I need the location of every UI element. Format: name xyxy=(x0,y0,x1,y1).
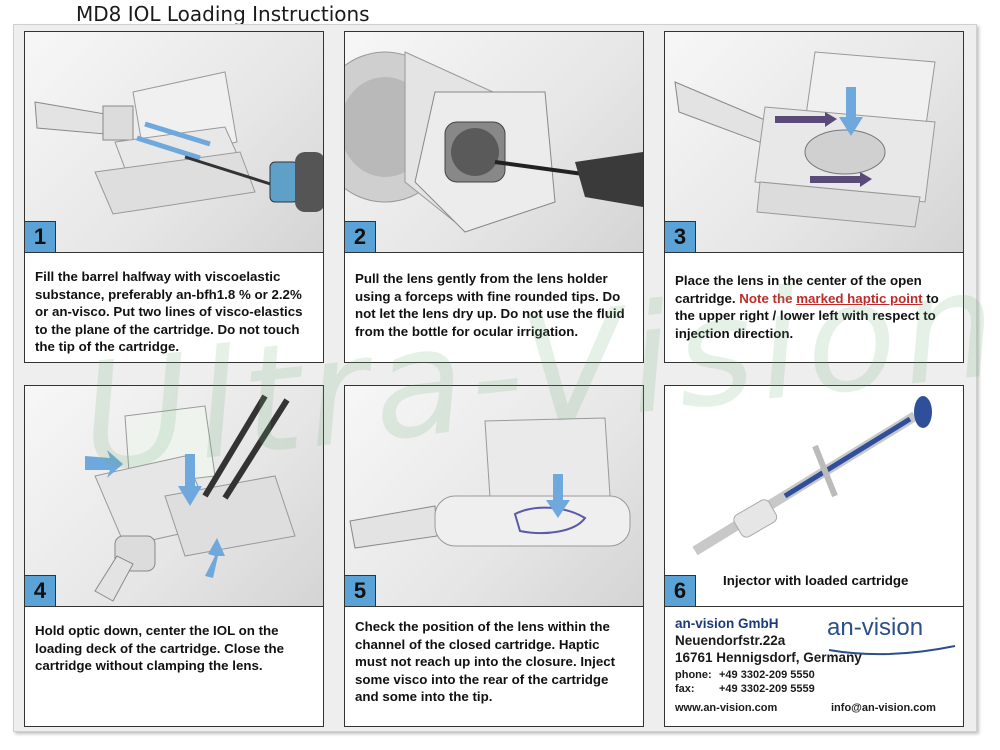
phone-number: +49 3302-209 5550 xyxy=(719,669,815,681)
step-number-badge: 3 xyxy=(665,221,696,252)
forceps-lens-holder-image xyxy=(345,51,643,233)
company-city: 16761 Hennigsdorf, Germany xyxy=(675,650,862,665)
step-panel-1: 1 Fill the barrel halfway with viscoelas… xyxy=(24,31,324,363)
step-5-illustration: 5 xyxy=(345,386,643,607)
step-number-badge: 6 xyxy=(665,575,696,606)
step-4-text: Hold optic down, center the IOL on the l… xyxy=(35,623,284,674)
email-link[interactable]: info@an-vision.com xyxy=(831,702,936,714)
step-panel-6: 6 Injector with loaded cartridge an-visi… xyxy=(664,385,964,727)
fax-label: fax: xyxy=(675,683,695,695)
page-title: MD8 IOL Loading Instructions xyxy=(76,2,370,26)
step-3-text-rest: to the upper right / lower left with res… xyxy=(675,290,939,341)
step-2-illustration: 2 xyxy=(345,32,643,253)
step-3-note: Note the xyxy=(739,290,797,306)
step-3-text-main: Place the lens in the center of the open… xyxy=(675,273,922,306)
step-panel-4: 4 Hold optic down, center the IOL on the… xyxy=(24,385,324,727)
step-1-illustration: 1 xyxy=(25,32,323,253)
step-1-text: Fill the barrel halfway with viscoelasti… xyxy=(35,269,303,355)
injector-caption: Injector with loaded cartridge xyxy=(723,573,909,588)
fax-number: +49 3302-209 5559 xyxy=(719,683,815,695)
step-number-badge: 4 xyxy=(25,575,56,606)
step-number-badge: 1 xyxy=(25,221,56,252)
open-cartridge-image xyxy=(674,51,936,228)
step-panel-2: 2 Pull the lens gently from the lens hol… xyxy=(344,31,644,363)
cartridge-viscoelastic-image xyxy=(34,71,323,215)
step-3-illustration: 3 xyxy=(665,32,963,253)
instruction-sheet: 1 Fill the barrel halfway with viscoelas… xyxy=(13,24,977,732)
logo-text: an-vision xyxy=(827,614,924,641)
logo-swoosh-icon xyxy=(828,645,956,656)
step-4-illustration: 4 xyxy=(25,386,323,607)
step-panel-5: 5 Check the position of the lens within … xyxy=(344,385,644,727)
closing-cartridge-image xyxy=(85,394,296,602)
phone-label: phone: xyxy=(675,669,712,681)
step-5-text: Check the position of the lens within th… xyxy=(355,619,616,705)
company-street: Neuendorfstr.22a xyxy=(675,633,786,648)
injector-image xyxy=(692,396,932,556)
website-link[interactable]: www.an-vision.com xyxy=(675,702,778,714)
company-name: an-vision GmbH xyxy=(675,616,779,631)
step-panel-3: 3 Place the lens in the center of the op… xyxy=(664,31,964,363)
closed-cartridge-image xyxy=(349,417,631,549)
step-2-text: Pull the lens gently from the lens holde… xyxy=(355,271,625,339)
step-6-illustration: 6 Injector with loaded cartridge xyxy=(665,386,963,607)
step-3-note-haptic-point: marked haptic point xyxy=(796,290,923,306)
company-logo: an-vision xyxy=(827,614,957,656)
step-number-badge: 5 xyxy=(345,575,376,606)
step-3-text: Place the lens in the center of the open… xyxy=(665,272,963,342)
step-number-badge: 2 xyxy=(345,221,376,252)
